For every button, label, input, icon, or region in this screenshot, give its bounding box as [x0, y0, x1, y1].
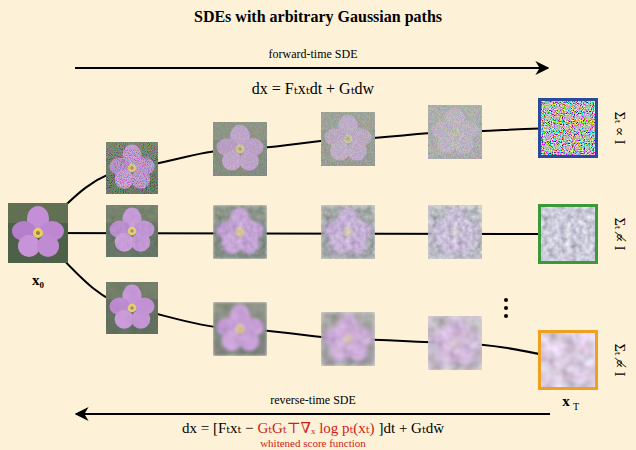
variable-subscript: T: [573, 401, 579, 413]
noisy-image: [213, 122, 267, 176]
noise-image: [538, 98, 598, 158]
reverse-arrow: [76, 413, 550, 415]
noisy-image: [213, 302, 267, 356]
arrow-label: forward-time SDE: [269, 48, 358, 62]
equation: dx = [Fₜxₜ −GₜGₜ⊤∇ₓ log pₜ(xₜ)]dt + Gₜdw…: [182, 419, 444, 437]
noisy-image: [106, 205, 158, 257]
score-term: GₜGₜ⊤∇ₓ log pₜ(xₜ): [257, 419, 374, 437]
diagram-title: SDEs with arbitrary Gaussian paths: [194, 8, 442, 26]
noisy-image: [321, 205, 375, 259]
noisy-image: [321, 112, 375, 166]
equation-part: dx = [Fₜxₜ −: [182, 419, 253, 437]
covariance-label: Σₜ ∝̸ I: [611, 344, 627, 377]
noisy-image: [428, 205, 482, 259]
noise-image: [538, 330, 598, 390]
noisy-image: [428, 105, 482, 159]
equation-part: ]dt + Gₜdw̄: [378, 419, 444, 437]
variable-label: x₀: [32, 272, 44, 289]
ellipsis-dots: [504, 298, 508, 318]
noisy-image: [428, 316, 482, 370]
arrow-label: reverse-time SDE: [270, 394, 356, 408]
image-x0: [8, 203, 68, 263]
annotation: whitened score function: [260, 437, 366, 450]
covariance-label: Σₜ ∝ I: [611, 112, 627, 145]
noisy-image: [106, 282, 158, 334]
noisy-image: [106, 142, 158, 194]
noisy-image: [321, 312, 375, 366]
noisy-image: [213, 205, 267, 259]
noise-image: [538, 204, 598, 264]
covariance-label: Σₜ ∝̸ I: [611, 218, 627, 251]
variable-label: x: [562, 393, 570, 410]
forward-arrow: [75, 67, 548, 69]
equation: dx = Fₜxₜdt + Gₜdw: [252, 80, 374, 98]
